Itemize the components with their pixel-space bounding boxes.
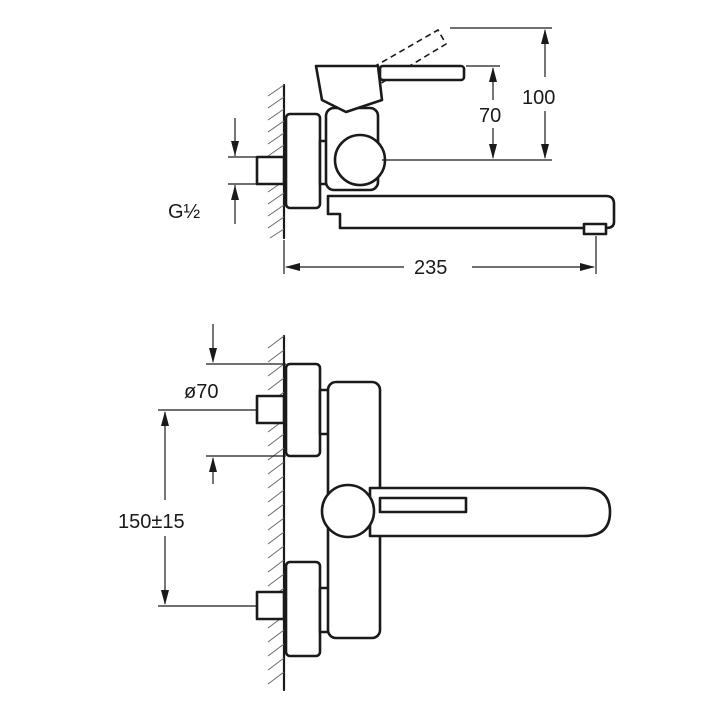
dimension-thread-label: G½ <box>168 201 201 223</box>
dimension-150: 150±15 <box>118 409 257 607</box>
spout-side <box>326 194 616 230</box>
dimension-100: 100 <box>382 27 555 161</box>
dimension-diameter: ø70 <box>184 324 286 484</box>
lever-slot-front <box>378 496 468 514</box>
side-view: 100 70 G½ 235 <box>168 27 616 279</box>
flange-lower <box>284 560 322 658</box>
wall-front-view <box>267 334 286 692</box>
dimension-100-label: 100 <box>522 87 555 109</box>
spout-outlet-side <box>582 222 608 236</box>
inlet-pipe-lower <box>255 590 286 621</box>
inlet-pipe-upper <box>255 394 286 425</box>
dimension-235-label: 235 <box>414 257 447 279</box>
cartridge-circle-side <box>333 133 387 187</box>
dimension-150-label: 150±15 <box>118 511 185 533</box>
lever-body-side <box>314 64 384 114</box>
cartridge-circle-front <box>320 483 376 539</box>
dimension-70: 70 <box>466 65 501 159</box>
dimension-thread: G½ <box>168 118 257 224</box>
lever-handle-side <box>378 64 466 82</box>
flange-side <box>284 112 322 210</box>
dimension-70-label: 70 <box>479 105 501 127</box>
dimension-235: 235 <box>283 236 597 279</box>
flange-upper <box>284 362 322 458</box>
front-view: ø70 150±15 <box>118 324 612 692</box>
inlet-pipe-side <box>255 155 286 186</box>
dimension-diameter-label: ø70 <box>184 381 218 403</box>
